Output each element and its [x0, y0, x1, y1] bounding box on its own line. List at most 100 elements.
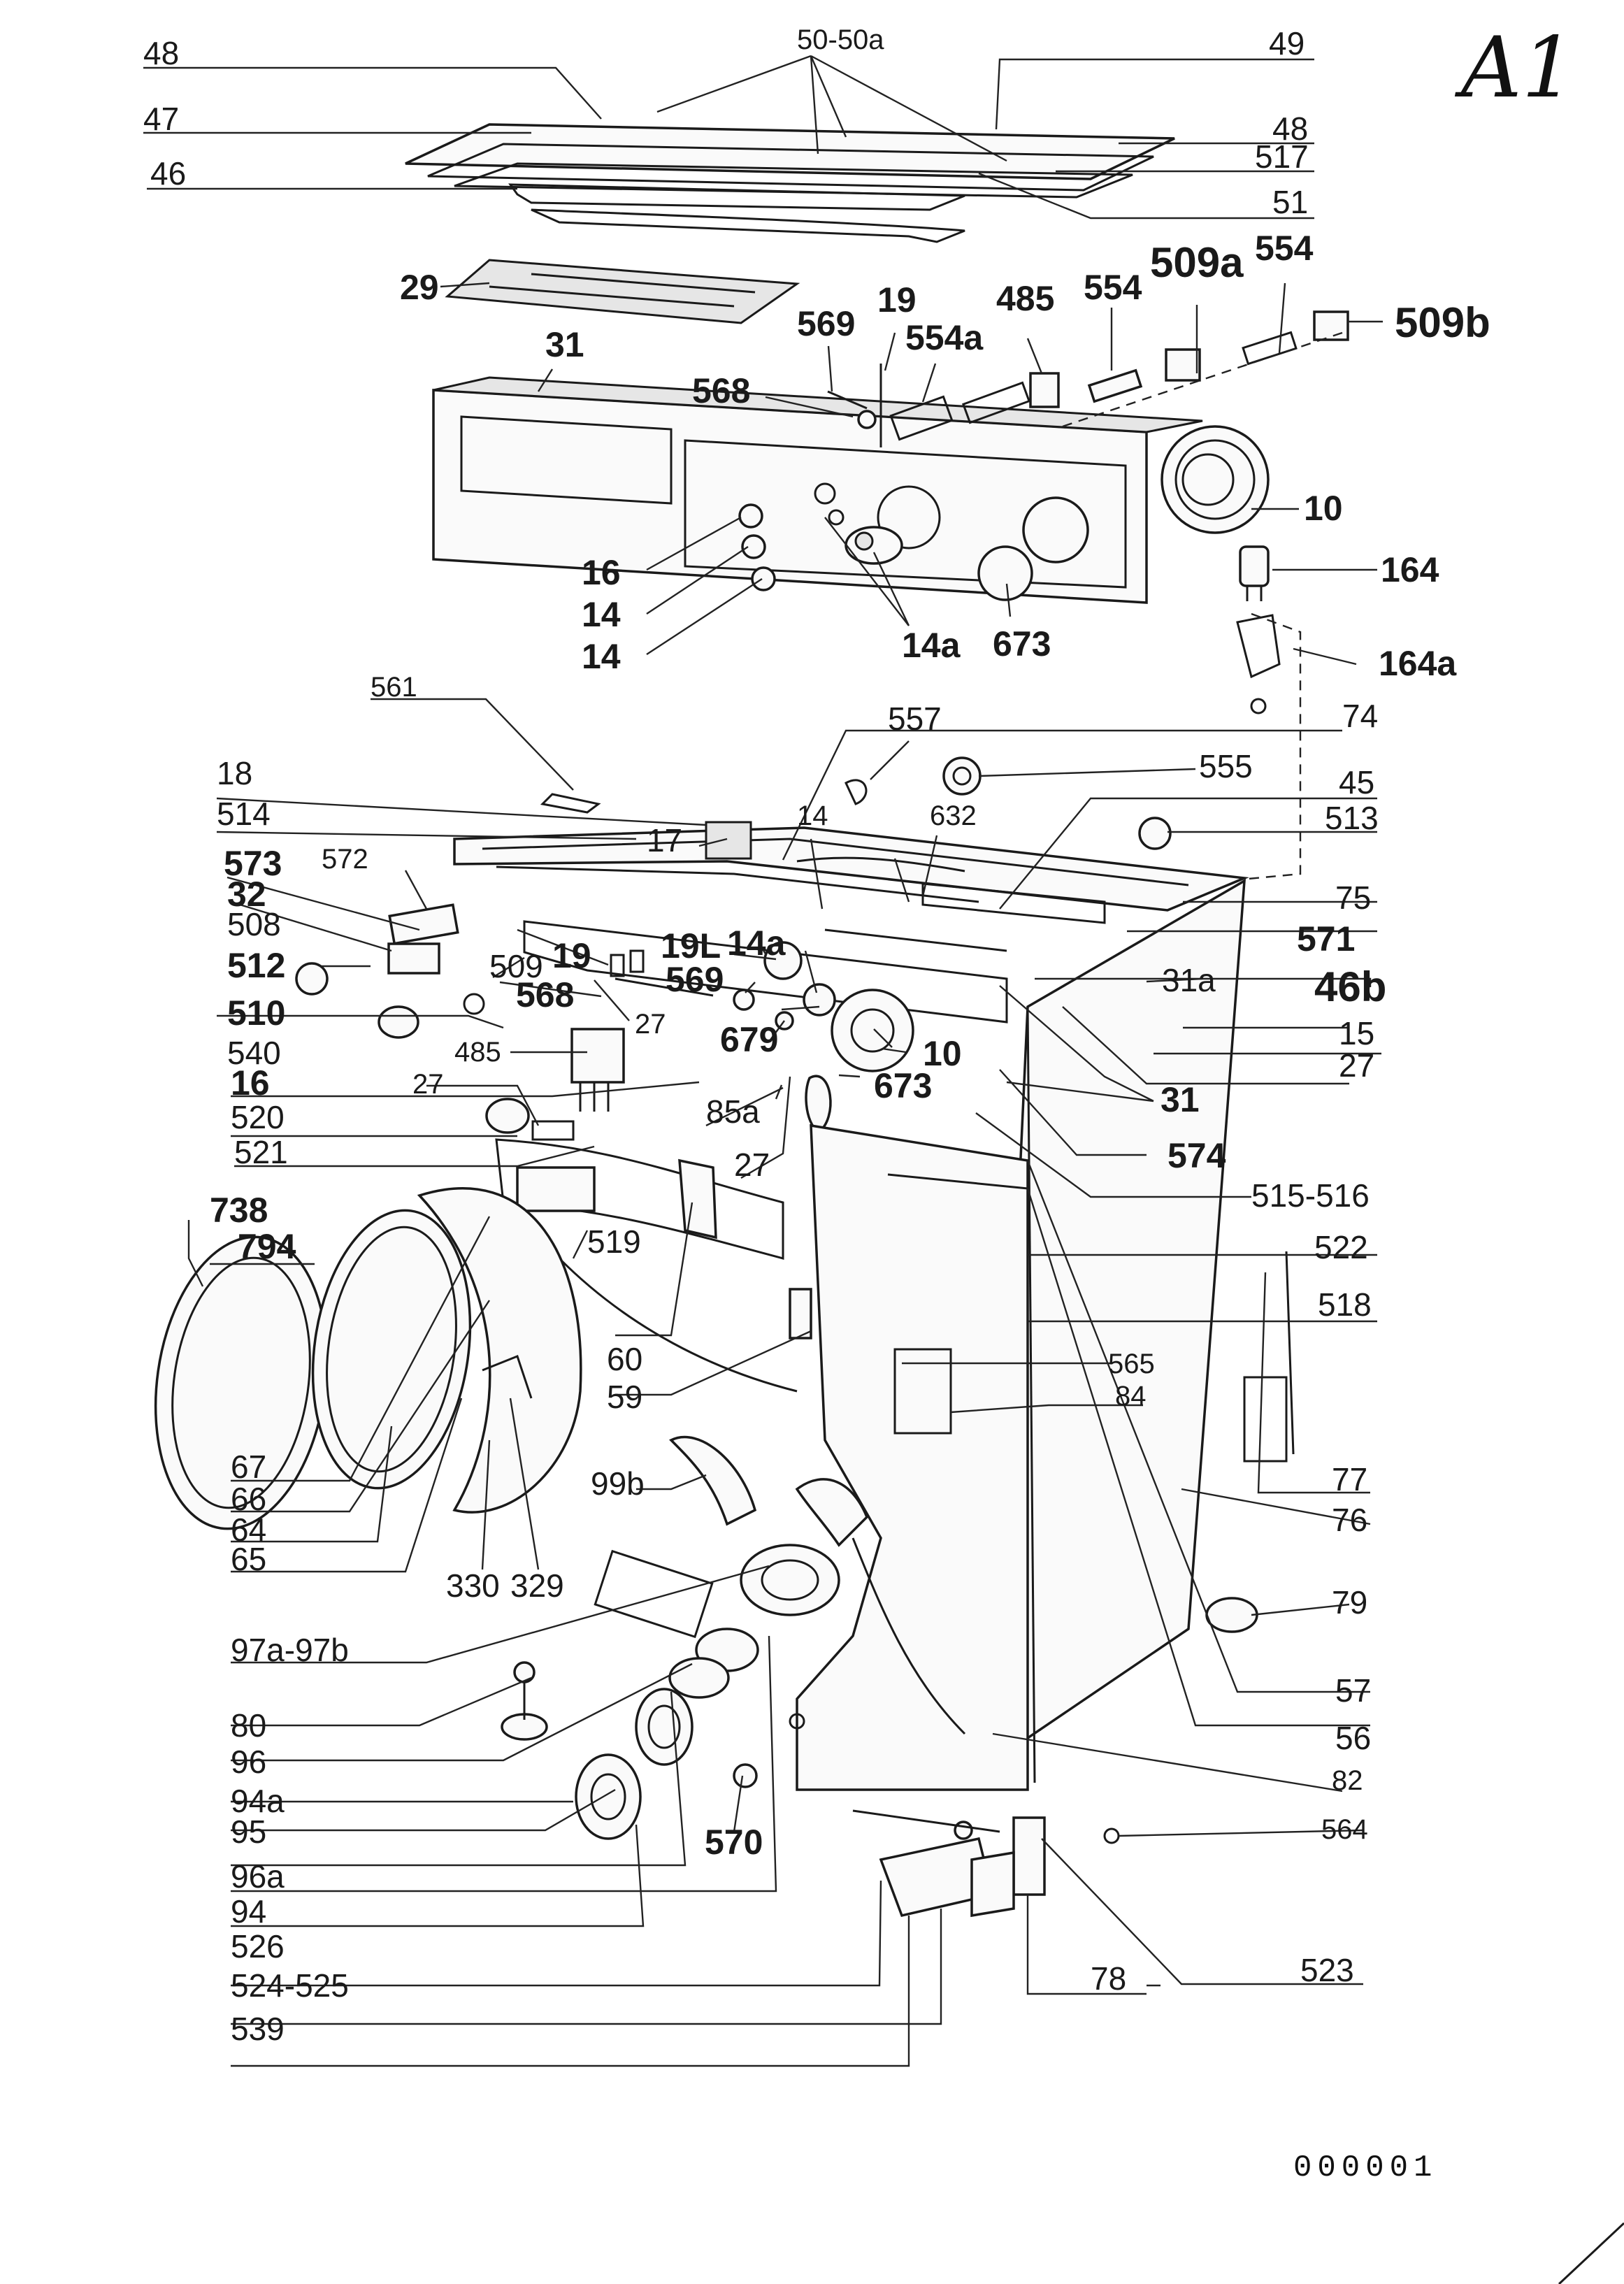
callout-518: 518 [1318, 1286, 1372, 1323]
callout-79: 79 [1332, 1584, 1367, 1621]
callout-29: 29 [400, 268, 439, 307]
callout-19-top: 19 [877, 280, 917, 319]
callout-519: 519 [587, 1223, 641, 1260]
callout-508: 508 [227, 906, 281, 942]
cabinet-side-panel [991, 878, 1295, 1783]
worktop-assembly [405, 123, 1175, 243]
cover-plate-29 [445, 259, 800, 324]
callout-520: 520 [231, 1099, 285, 1135]
callout-554-left: 554 [1084, 268, 1142, 307]
callout-31-mid: 31 [1160, 1080, 1200, 1119]
callout-32: 32 [227, 875, 266, 914]
callout-10-top: 10 [1304, 489, 1343, 528]
callout-554-right: 554 [1255, 229, 1314, 268]
callout-78: 78 [1091, 1960, 1126, 1997]
callout-539: 539 [231, 2011, 285, 2047]
callout-80: 80 [231, 1707, 266, 1744]
callout-510: 510 [227, 993, 285, 1033]
callout-48-right: 48 [1272, 110, 1308, 147]
callout-14-second: 14 [582, 637, 621, 676]
callout-94: 94 [231, 1893, 266, 1930]
callout-66: 66 [231, 1481, 266, 1517]
callout-554a: 554a [905, 318, 984, 357]
callout-513: 513 [1325, 800, 1379, 836]
callout-526: 526 [231, 1928, 285, 1965]
callout-51: 51 [1272, 184, 1308, 220]
callout-27-c: 27 [412, 1069, 444, 1100]
callout-67: 67 [231, 1449, 266, 1485]
callout-570: 570 [705, 1823, 763, 1862]
callout-164: 164 [1381, 550, 1439, 589]
callout-14-mid: 14 [797, 800, 828, 831]
callout-523: 523 [1300, 1952, 1354, 1988]
callout-568-mid: 568 [516, 975, 574, 1014]
callout-84: 84 [1115, 1381, 1147, 1412]
callout-75: 75 [1335, 879, 1371, 916]
callout-564: 564 [1321, 1814, 1368, 1845]
callout-738: 738 [210, 1191, 268, 1230]
callout-16-top: 16 [582, 553, 621, 592]
callout-14a-top: 14a [902, 626, 961, 665]
front-panel [796, 1123, 1029, 1791]
callout-514: 514 [217, 796, 271, 832]
callout-557: 557 [888, 701, 942, 737]
switches-and-spindles-top [827, 310, 1349, 447]
door-assembly [154, 1187, 582, 1530]
callout-522: 522 [1314, 1229, 1368, 1265]
callout-509a: 509a [1150, 239, 1244, 286]
callout-82: 82 [1332, 1765, 1363, 1796]
callout-17: 17 [647, 822, 682, 859]
callout-60: 60 [607, 1341, 642, 1377]
callout-50-50a: 50-50a [797, 24, 884, 55]
callout-19-mid: 19 [552, 936, 591, 975]
callout-509-mid: 509 [489, 948, 543, 984]
drawing-number: 000001 [1293, 2150, 1437, 2185]
callout-99b: 99b [591, 1465, 645, 1502]
callout-76: 76 [1332, 1502, 1367, 1538]
sheet-id-label: A1 [1454, 20, 1575, 117]
callout-561: 561 [371, 672, 417, 703]
callout-74: 74 [1342, 698, 1378, 734]
callout-632: 632 [930, 800, 977, 831]
callout-27-b: 27 [1339, 1047, 1374, 1084]
callout-48-top: 48 [143, 35, 179, 71]
control-panel-31 [432, 376, 1203, 604]
callout-512: 512 [227, 946, 285, 985]
callout-85a: 85a [706, 1093, 760, 1130]
callout-16-mid: 16 [231, 1063, 270, 1103]
callout-65: 65 [231, 1541, 266, 1577]
callout-569-top: 569 [797, 304, 855, 343]
callout-679: 679 [720, 1020, 778, 1059]
callout-19L: 19L [661, 926, 721, 965]
callout-57: 57 [1335, 1672, 1371, 1709]
callout-14-first: 14 [582, 595, 621, 634]
callout-46b: 46b [1314, 963, 1386, 1010]
leader-lines [143, 55, 1383, 2067]
callout-15: 15 [1339, 1015, 1374, 1051]
callout-96: 96 [231, 1744, 266, 1780]
callout-540: 540 [227, 1035, 281, 1071]
callout-31-top: 31 [545, 325, 584, 364]
callout-673-top: 673 [993, 624, 1051, 663]
callout-673-mid: 673 [874, 1066, 932, 1105]
callout-96a: 96a [231, 1858, 285, 1895]
callout-330: 330 [446, 1567, 500, 1604]
callout-59: 59 [607, 1379, 642, 1415]
callout-95: 95 [231, 1813, 266, 1850]
callout-517: 517 [1255, 138, 1309, 175]
callout-555: 555 [1199, 748, 1253, 784]
callout-labels: 48 50-50a 49 47 48 46 517 51 29 509a 554… [143, 24, 1490, 2047]
callout-164a: 164a [1379, 644, 1457, 683]
callout-18: 18 [217, 755, 252, 791]
callout-14a-mid: 14a [727, 924, 786, 963]
callout-45: 45 [1339, 764, 1374, 800]
callout-574: 574 [1167, 1136, 1226, 1175]
callout-31a: 31a [1162, 962, 1216, 998]
callout-27-a: 27 [635, 1009, 666, 1040]
callout-568-top: 568 [692, 371, 750, 410]
corner-mark [1558, 2222, 1624, 2284]
capacitor-164 [1181, 545, 1302, 886]
callout-572: 572 [322, 844, 368, 875]
callout-571: 571 [1297, 919, 1355, 958]
